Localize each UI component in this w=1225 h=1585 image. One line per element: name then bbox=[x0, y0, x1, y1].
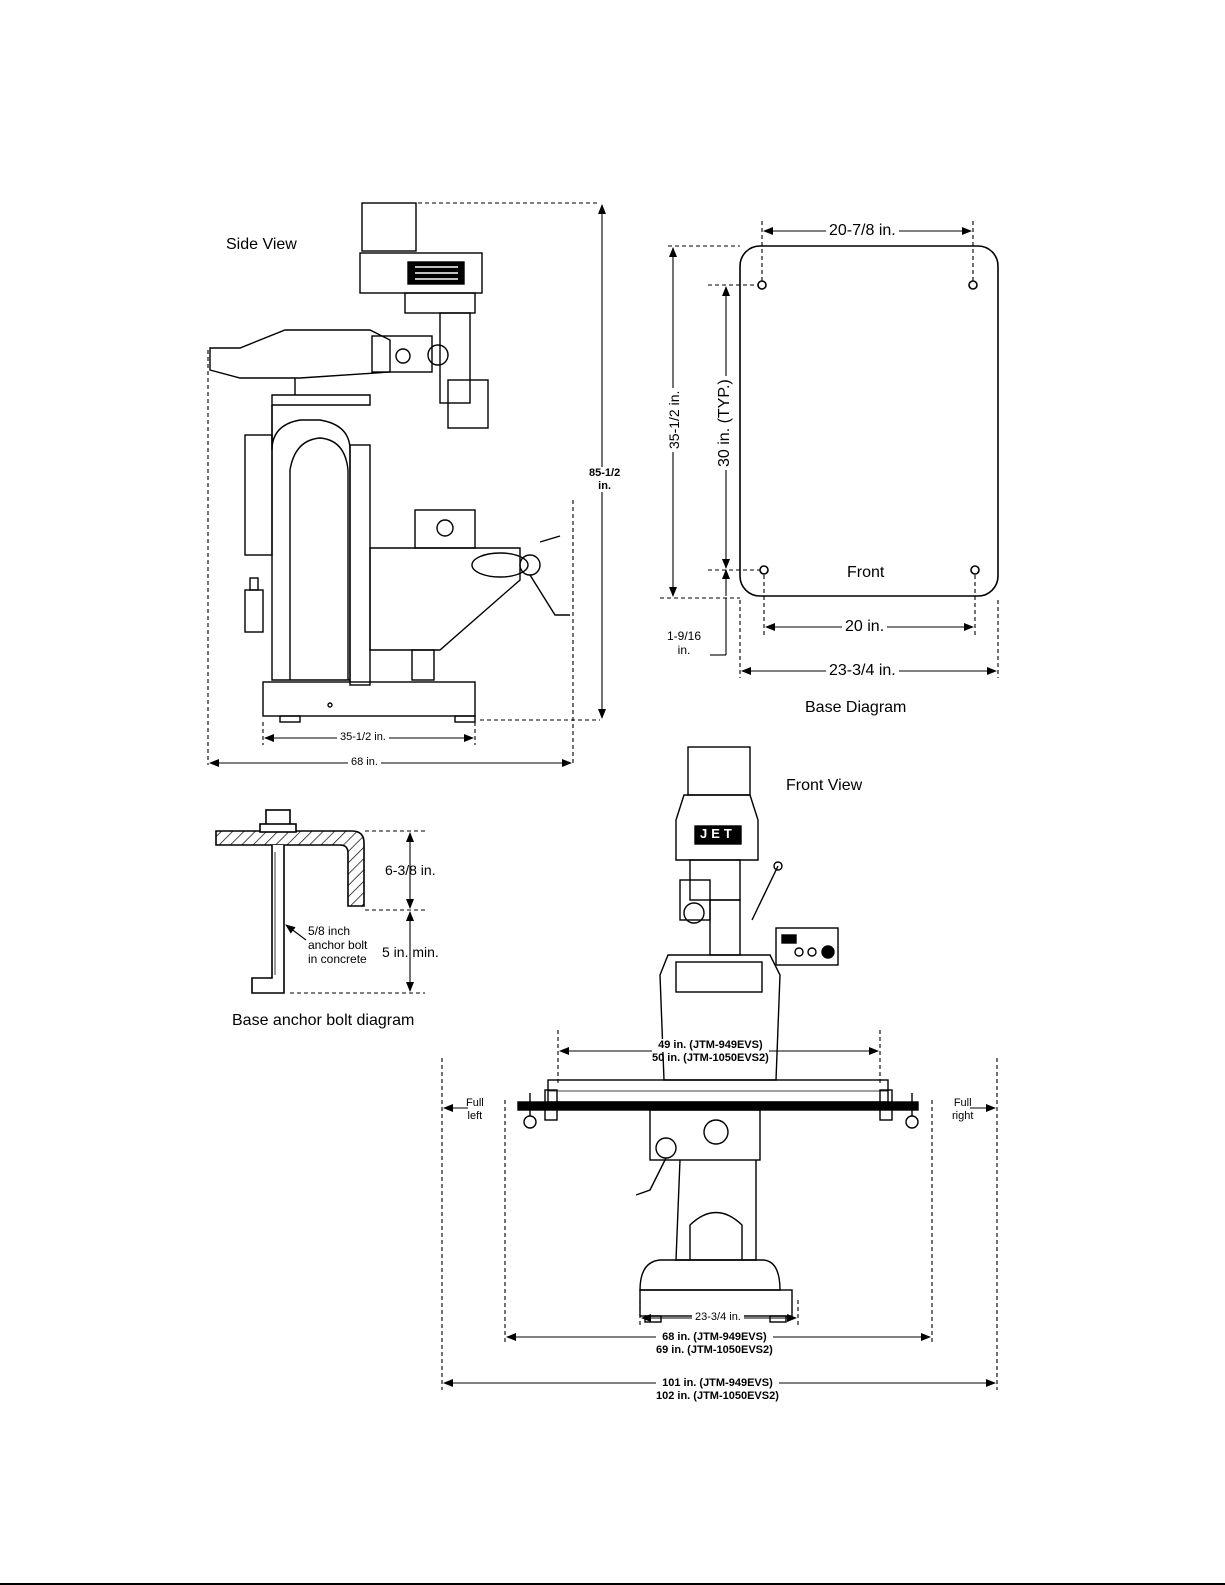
front-full-right-line-1: Full bbox=[953, 1097, 972, 1109]
anchor-upper-dim: 6-3/8 in. bbox=[385, 862, 436, 878]
anchor-bolt-note: 5/8 inch anchor bolt in concrete bbox=[308, 924, 368, 966]
front-full-left: Full left bbox=[466, 1097, 484, 1122]
side-view-height-label: 85-1/2 in. bbox=[586, 467, 624, 493]
front-full-right: Full right bbox=[952, 1097, 973, 1122]
front-full-travel-949: 101 in. (JTM-949EVS) bbox=[656, 1377, 779, 1390]
front-table-length-949: 49 in. (JTM-949EVS) bbox=[652, 1039, 769, 1052]
anchor-bolt-shape bbox=[215, 809, 365, 994]
front-base-width: 23-3/4 in. bbox=[692, 1311, 744, 1324]
front-view-title: Front View bbox=[786, 777, 863, 794]
base-diagram-shape bbox=[739, 245, 999, 597]
page-bottom-rule bbox=[0, 1583, 1225, 1585]
base-front-offset: 1-9/16 in. bbox=[667, 629, 702, 658]
base-front-label: Front bbox=[847, 564, 885, 581]
side-view-height-unit: in. bbox=[598, 479, 612, 492]
anchor-lower-dim: 5 in. min. bbox=[382, 944, 439, 960]
base-front-offset-unit: in. bbox=[677, 642, 691, 657]
anchor-bolt-title: Base anchor bolt diagram bbox=[232, 1012, 415, 1029]
base-diagram-title: Base Diagram bbox=[805, 699, 907, 716]
side-view-machine bbox=[209, 202, 570, 723]
jet-logo: JET bbox=[700, 826, 736, 841]
front-overall-width: 68 in. (JTM-949EVS) 69 in. (JTM-1050EVS2… bbox=[656, 1331, 773, 1356]
anchor-bolt-dimensions bbox=[285, 830, 425, 994]
base-front-offset-value: 1-9/16 bbox=[667, 629, 702, 643]
base-overall-width: 23-3/4 in. bbox=[826, 662, 899, 681]
base-overall-depth: 35-1/2 in. bbox=[666, 387, 683, 452]
front-full-travel: 101 in. (JTM-949EVS) 102 in. (JTM-1050EV… bbox=[656, 1377, 779, 1402]
anchor-note-line-1: 5/8 inch bbox=[308, 924, 351, 938]
base-hole-spacing-depth: 30 in. (TYP.) bbox=[716, 376, 735, 470]
front-view-machine bbox=[517, 746, 919, 1323]
front-table-length: 49 in. (JTM-949EVS) 50 in. (JTM-1050EVS2… bbox=[652, 1039, 769, 1064]
base-top-hole-spacing: 20-7/8 in. bbox=[826, 222, 899, 241]
front-full-travel-1050: 102 in. (JTM-1050EVS2) bbox=[656, 1389, 779, 1402]
anchor-note-line-3: in concrete bbox=[308, 951, 367, 966]
base-bottom-hole-spacing: 20 in. bbox=[842, 618, 888, 637]
side-view-overall-depth: 68 in. bbox=[348, 756, 381, 769]
front-overall-width-1050: 69 in. (JTM-1050EVS2) bbox=[656, 1343, 773, 1356]
anchor-note-line-2: anchor bolt bbox=[308, 937, 368, 952]
front-overall-width-949: 68 in. (JTM-949EVS) bbox=[656, 1331, 773, 1344]
front-full-left-line-2: left bbox=[467, 1109, 483, 1122]
front-full-right-line-2: right bbox=[952, 1109, 974, 1122]
front-full-left-line-1: Full bbox=[466, 1097, 484, 1109]
base-diagram-dimensions bbox=[660, 221, 999, 678]
side-view-height-value: 85-1/2 bbox=[589, 467, 621, 479]
side-view-title: Side View bbox=[226, 236, 297, 253]
side-view-dimensions bbox=[207, 202, 606, 767]
side-view-base-width: 35-1/2 in. bbox=[337, 731, 389, 744]
front-table-length-1050: 50 in. (JTM-1050EVS2) bbox=[652, 1051, 769, 1064]
